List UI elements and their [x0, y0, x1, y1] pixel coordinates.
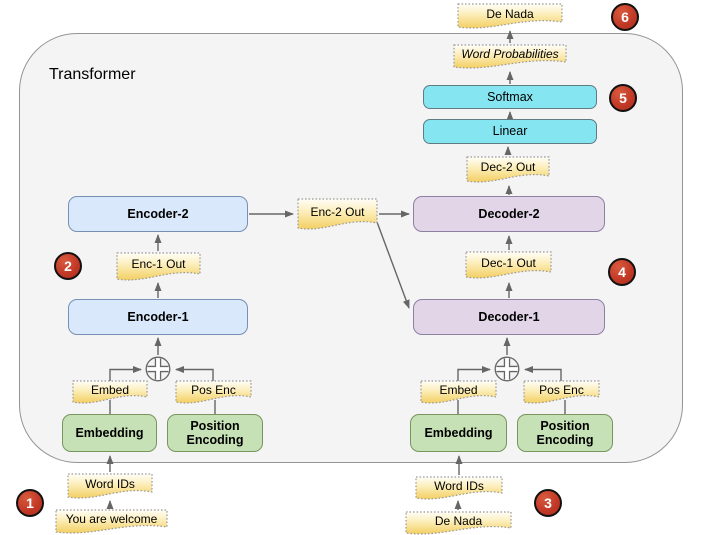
dec-2-out-label: Dec-2 Out: [466, 156, 550, 183]
position-encoding-box-right: Position Encoding: [517, 414, 613, 452]
input-sentence-label: You are welcome: [55, 509, 168, 534]
decoder-1-box: Decoder-1: [413, 299, 605, 335]
enc-1-out-label: Enc-1 Out: [116, 252, 201, 281]
step-badge-4: 4: [608, 258, 636, 286]
step-badge-3: 3: [534, 489, 562, 517]
enc-2-out-label: Enc-2 Out: [297, 198, 378, 230]
embedding-box-left: Embedding: [62, 414, 157, 452]
add-icon-right: [494, 356, 520, 382]
encoder-1-label: Encoder-1: [127, 309, 189, 324]
step-badge-1: 1: [16, 489, 44, 517]
encoder-2-box: Encoder-2: [68, 196, 248, 232]
word-ids-label-right: Word IDs: [415, 476, 503, 500]
output-token-label: De Nada: [457, 3, 563, 29]
softmax-box: Softmax: [423, 85, 597, 109]
step-badge-6: 6: [611, 3, 639, 31]
arrow-posenc-to-add-right: [524, 366, 562, 381]
position-encoding-label-left: Position Encoding: [186, 418, 244, 447]
linear-label: Linear: [492, 124, 528, 139]
decoder-2-box: Decoder-2: [413, 196, 605, 232]
decoder-1-label: Decoder-1: [478, 309, 540, 324]
softmax-label: Softmax: [487, 89, 533, 104]
embedding-box-right: Embedding: [410, 414, 507, 452]
linear-box: Linear: [423, 119, 597, 144]
word-ids-label-left: Word IDs: [67, 473, 153, 499]
arrow-embed-to-add-right: [457, 366, 491, 381]
arrow-enc2out-to-decoder1: [376, 221, 410, 309]
encoder-1-box: Encoder-1: [68, 299, 248, 335]
step-badge-5: 5: [609, 84, 637, 112]
pos-enc-label-right: Pos Enc: [523, 380, 600, 404]
pos-enc-label-left: Pos Enc: [175, 380, 252, 404]
arrow-posenc-to-add-left: [175, 366, 214, 381]
embedding-label-right: Embedding: [424, 425, 493, 440]
transformer-title: Transformer: [49, 66, 136, 83]
dec-1-out-label: Dec-1 Out: [465, 251, 552, 279]
arrow-embed-to-add-left: [109, 366, 142, 381]
position-encoding-label-right: Position Encoding: [536, 418, 594, 447]
embed-label-right: Embed: [420, 380, 497, 404]
embedding-label-left: Embedding: [75, 425, 144, 440]
add-icon-left: [145, 356, 171, 382]
encoder-2-label: Encoder-2: [127, 206, 189, 221]
step-badge-2: 2: [54, 252, 82, 280]
position-encoding-box-left: Position Encoding: [167, 414, 263, 452]
word-probabilities-label: Word Probabilities: [453, 44, 567, 69]
decoder-2-label: Decoder-2: [478, 206, 540, 221]
embed-label-left: Embed: [72, 380, 148, 404]
decoder-sentence-label: De Nada: [405, 511, 512, 535]
